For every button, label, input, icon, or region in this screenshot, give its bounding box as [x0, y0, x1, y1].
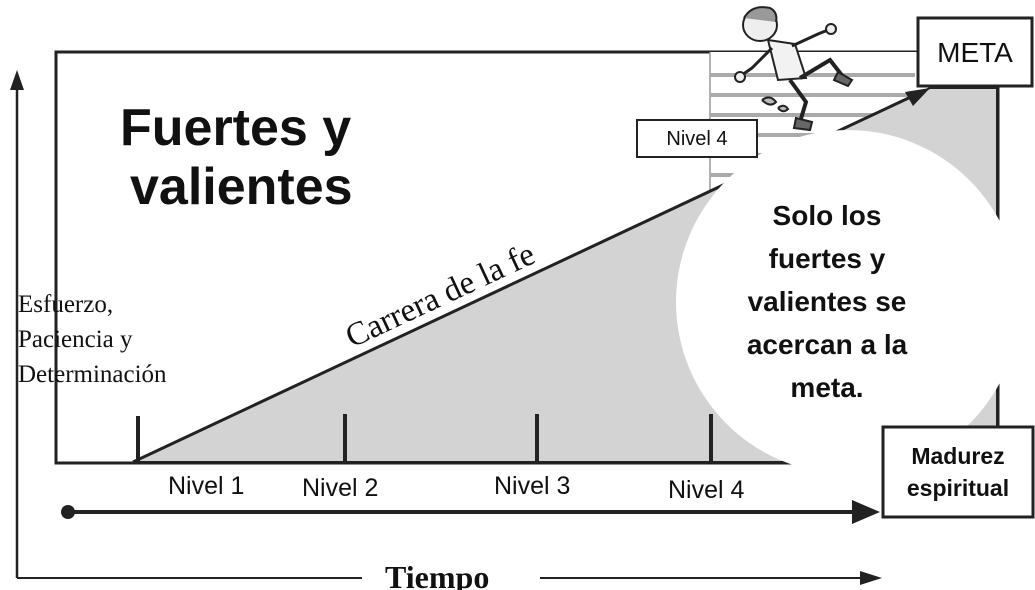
goal-box — [916, 16, 1034, 88]
message-circle — [676, 130, 1020, 474]
vertical-axis — [10, 70, 24, 578]
circle-text-line: Solo los — [773, 200, 882, 231]
level-label: Nivel 1 — [168, 472, 244, 500]
circle-message: Solo los fuertes y valientes se acercan … — [747, 200, 908, 403]
level-labels: Nivel 1 Nivel 2 Nivel 3 Nivel 4 — [168, 472, 745, 504]
maturity-label-line1: Madurez — [911, 443, 1004, 469]
level-tag-label: Nivel 4 — [666, 128, 727, 150]
y-axis-label-line2: Paciencia y — [18, 326, 133, 353]
circle-text-line: fuertes y — [769, 243, 886, 274]
x-axis-label: Tiempo — [385, 559, 489, 590]
diagram-title-line2: valientes — [130, 158, 353, 216]
y-axis-label-line3: Determinación — [18, 361, 167, 388]
level-ticks — [136, 414, 713, 462]
diagonal-arrowhead — [905, 88, 930, 106]
level-label: Nivel 3 — [494, 472, 570, 500]
maturity-label-line2: espiritual — [907, 475, 1009, 501]
level-tag-box — [636, 119, 758, 158]
timeline-arrow — [61, 500, 880, 524]
time-axis — [17, 571, 882, 585]
circle-text-line: meta. — [790, 372, 863, 403]
circle-text-line: acercan a la — [747, 329, 908, 360]
circle-text-line: valientes se — [748, 286, 907, 317]
level-label: Nivel 2 — [302, 474, 378, 502]
goal-label: META — [937, 37, 1013, 68]
runner-illustration — [734, 6, 854, 132]
y-axis-label-line1: Esfuerzo, — [18, 291, 113, 318]
level-label: Nivel 4 — [668, 476, 745, 504]
diagram-title-line1: Fuertes y — [120, 99, 351, 157]
maturity-box — [881, 425, 1035, 519]
